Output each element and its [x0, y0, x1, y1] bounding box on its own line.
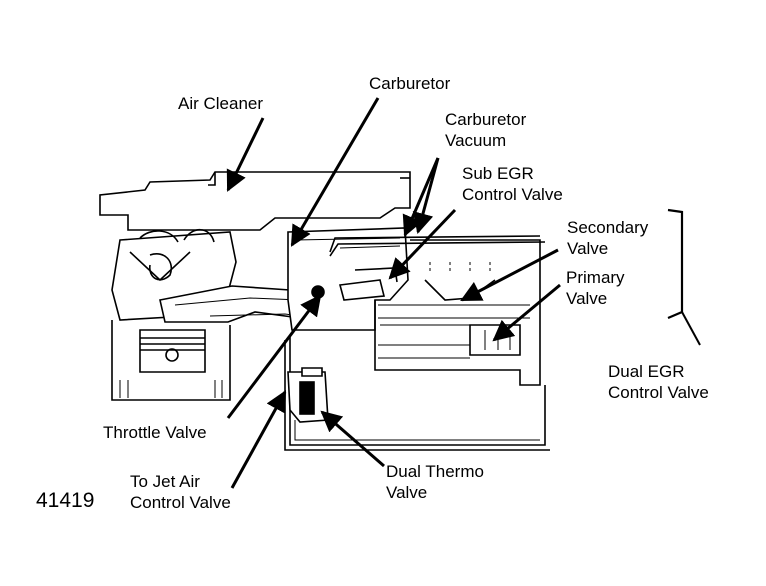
label-carburetor-vacuum: Carburetor Vacuum: [445, 110, 527, 150]
piston: [139, 329, 206, 373]
label-dual-egr-control-valve: Dual EGR Control Valve: [608, 362, 709, 402]
leader-carb-vacuum-a: [402, 157, 440, 237]
leader-carburetor: [290, 97, 380, 247]
label-sub-egr-control-valve: Sub EGR Control Valve: [462, 164, 563, 204]
label-to-jet-air-control-valve: To Jet Air Control Valve: [130, 472, 231, 512]
label-dual-thermo-valve: Dual Thermo Valve: [386, 462, 484, 502]
leader-jet-air: [230, 390, 287, 489]
secondary-diaphragm: [424, 279, 496, 301]
leader-carb-vacuum-b: [412, 157, 440, 235]
dual-egr-bracket: [667, 208, 684, 320]
label-secondary-valve: Secondary Valve: [567, 218, 649, 258]
label-primary-valve: Primary Valve: [566, 268, 625, 308]
label-throttle-valve: Throttle Valve: [103, 423, 207, 442]
figure-number: 41419: [36, 489, 95, 512]
leader-throttle: [226, 294, 322, 419]
label-carburetor: Carburetor: [369, 74, 451, 93]
leader-air-cleaner: [226, 117, 265, 192]
label-air-cleaner: Air Cleaner: [178, 94, 264, 113]
leader-secondary: [460, 248, 559, 302]
vacuum-hose: [329, 235, 541, 253]
egr-control-housing: [374, 239, 541, 386]
leader-thermo: [320, 410, 385, 468]
leader-primary: [492, 283, 561, 342]
air-cleaner-housing: [99, 171, 411, 231]
leader-sub-egr: [388, 208, 457, 280]
